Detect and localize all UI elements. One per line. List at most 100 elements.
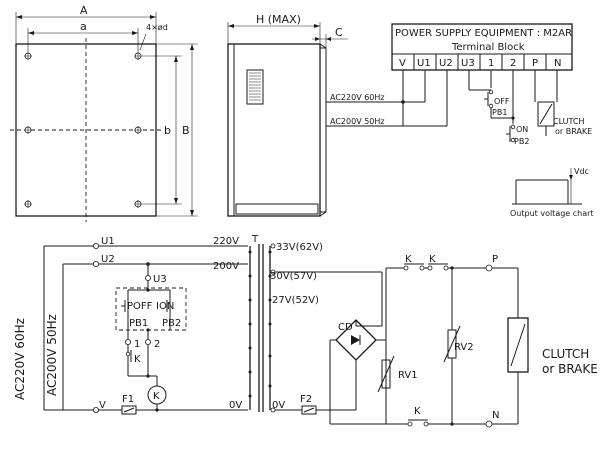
k-top2-b [443,265,449,271]
p-label: P [492,254,498,265]
pb1-text: PB1 [129,318,148,329]
pb2-actuator [506,126,511,142]
t1-terminal [125,338,132,345]
tap27-label: 27V(52V) [272,295,319,306]
primary-winding-dots [248,250,252,398]
rv1-body [381,359,391,389]
pb2-contact-top [510,124,516,130]
u2-terminal [93,260,100,267]
n-terminal [485,420,493,428]
k-top2-label: K [429,254,436,265]
pb1-off-label: OFF [494,97,510,106]
pb-junction [511,116,515,120]
schematic-load-label-1: CLUTCH [542,347,589,361]
ac200-label: AC200V 50Hz [330,117,385,126]
pb2-label: PB2 [514,137,529,146]
load-label-2: or BRAKE [555,127,592,136]
hole-leader [139,33,147,51]
rv2-slash [443,325,461,363]
tap33-terminal [270,243,276,249]
rv2-bottom-junction [450,422,454,426]
load-tail [545,98,558,136]
f1-label: F1 [122,394,134,405]
terminal-n: N [554,58,561,69]
tap33-label: 33V(62V) [276,242,323,253]
terminal-p: P [532,58,538,69]
p-terminal [485,264,493,272]
t1-label: 1 [134,339,140,350]
t2-label: 2 [154,339,160,350]
side-flange-top [319,43,327,49]
bridge-diamond [335,319,377,361]
chart-vdc-label: Vdc [574,167,589,176]
k-bottom-a [407,421,413,427]
pb1-contact-bottom [488,103,494,109]
terminal-block: POWER SUPPLY EQUIPMENT : M2AR Terminal B… [326,23,592,146]
coil-bottom-junction [155,408,159,412]
schematic-load-label-2: or BRAKE [542,362,598,376]
ac220-label: AC220V 60Hz [330,93,385,102]
ac200-vertical-label: AC200V 50Hz [45,314,59,396]
pb2-contact-bottom [510,137,516,143]
terminal-block-subtitle: Terminal Block [451,42,525,53]
rv1-label: RV1 [398,370,418,381]
terminal-block-frame [391,23,573,71]
k-contact-a [125,351,131,357]
pb1-off-text: POFF [127,301,153,312]
terminal-cell-dividers [413,54,547,70]
pb1-contact-top [488,89,494,95]
u2-label: U2 [101,254,115,265]
vent-frame [246,69,264,105]
v220-label: 220V [213,236,239,247]
terminal-u2: U2 [439,58,453,69]
clutch-brake-diagonal [510,323,526,367]
terminal-1: 1 [488,58,494,69]
vent-slots [249,72,261,101]
clutch-brake-load [507,317,529,373]
chart-caption: Output voltage chart [510,209,594,218]
k-top1-a [403,265,409,271]
terminal-2: 2 [510,58,516,69]
v200-label: 200V [213,261,239,272]
rv1-slash [377,355,395,393]
dim-a-label: A [80,4,88,17]
dim-bb-label: B [182,124,190,137]
mounting-holes [24,52,142,208]
pb2-on-text: ION [156,301,174,312]
chart-vdc-arrow [569,175,573,180]
pb2-on-label: ON [516,125,528,134]
rv2-label: RV2 [454,342,474,353]
bridge-diode [351,335,360,345]
transformer: T [248,234,272,412]
k-contact-label: K [134,354,141,365]
hole-note: 4×ød [146,23,168,32]
cd-label: CD [338,322,353,333]
v0-right-label: 0V [272,400,285,411]
dim-b-label: b [164,124,171,137]
load-leads [534,70,558,102]
pb2-text: PB2 [162,318,181,329]
t2-junction [146,328,150,332]
n-label: N [492,410,499,421]
hole-crosshairs [24,52,142,208]
load-label-1: CLUTCH [553,117,585,126]
k-top1-b [419,265,425,271]
fuse-f2-link [303,407,315,413]
terminal-u3: U3 [461,58,475,69]
coil-junction [146,374,150,378]
side-base-rail [235,203,319,215]
terminal-block-title: POWER SUPPLY EQUIPMENT : M2AR [395,28,572,39]
f2-label: F2 [300,394,312,405]
pb1-switch [121,300,126,312]
fuse-f1-link [123,407,135,413]
ac220-vertical-label: AC220V 60Hz [13,318,27,400]
bridge-rectifier: CD [329,319,386,424]
t2-terminal [144,338,151,345]
tap30-label: 30V(57V) [270,271,317,282]
terminal-u1: U1 [417,58,431,69]
side-panel-outline [227,43,321,217]
dim-h-label: H (MAX) [256,13,301,26]
v-label: V [99,400,106,411]
